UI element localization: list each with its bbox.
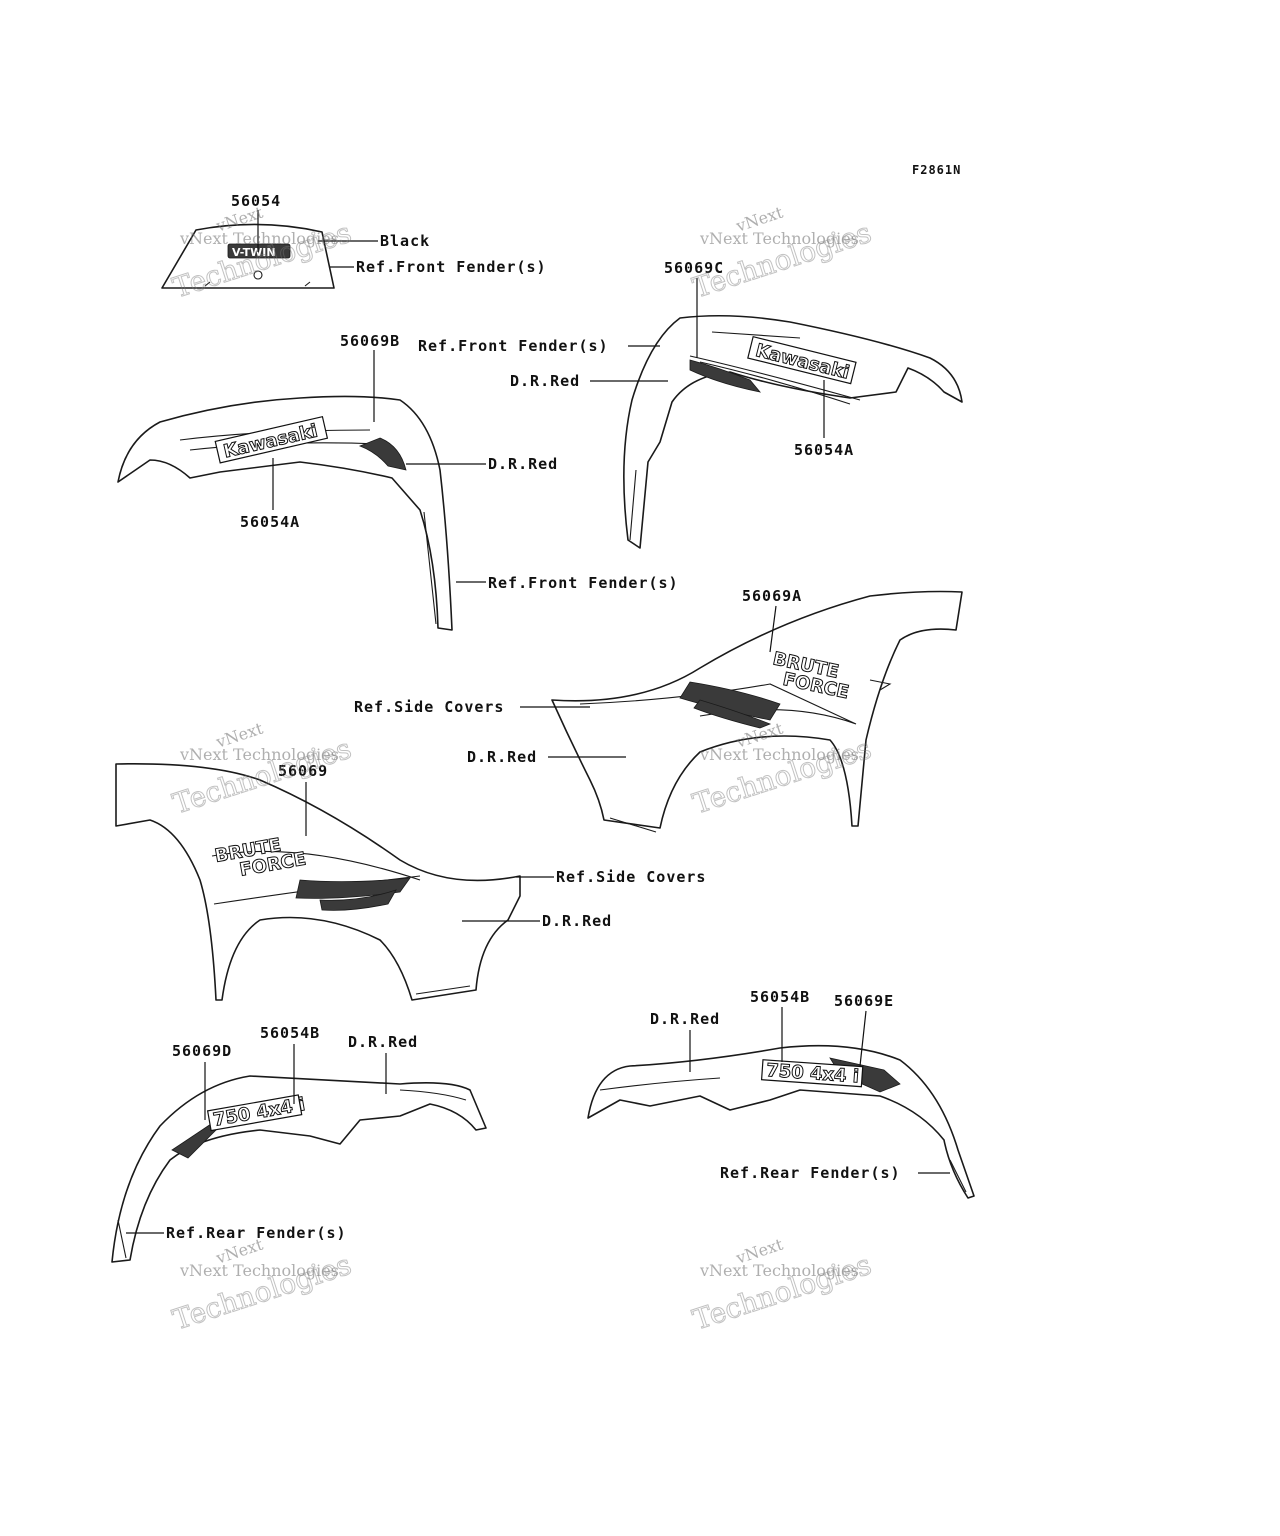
callout-dr-red-5: D.R.Red — [650, 1010, 720, 1028]
callout-56054a-left: 56054A — [240, 513, 300, 531]
watermark-line3: vNext Technologies — [179, 745, 339, 764]
callout-dr-red-2: D.R.Red — [488, 455, 558, 473]
leader-line — [859, 1010, 867, 1067]
callout-ref-rear-fender-1: Ref.Rear Fender(s) — [166, 1224, 347, 1242]
left-front-fender: Kawasaki — [117, 395, 453, 631]
callout-56054: 56054 — [231, 192, 281, 210]
black-decal-text: V-TWIN — [232, 246, 276, 259]
watermark-line3: vNext Technologies — [179, 1261, 339, 1280]
callout-56054b-right: 56054B — [750, 988, 810, 1006]
callout-56069: 56069 — [278, 762, 328, 780]
watermark-line3: vNext Technologies — [699, 1261, 859, 1280]
watermark-line3: vNext Technologies — [699, 229, 859, 248]
callout-ref-side-covers-1: Ref.Side Covers — [354, 698, 504, 716]
callout-black: Black — [380, 232, 430, 250]
left-side-cover: BRUTE FORCE — [115, 763, 521, 1001]
callout-56069d: 56069D — [172, 1042, 232, 1060]
callout-ref-rear-fender-2: Ref.Rear Fender(s) — [720, 1164, 901, 1182]
left-rear-fender: 750 4x4 i — [111, 1075, 487, 1263]
callout-56069e: 56069E — [834, 992, 894, 1010]
front-fender-center-piece: V-TWIN — [161, 223, 335, 289]
right-front-fender: Kawasaki — [623, 314, 963, 549]
callout-56069b: 56069B — [340, 332, 400, 350]
right-rear-fender: 750 4x4 i — [587, 1044, 975, 1199]
watermark-line3: vNext Technologies — [699, 745, 859, 764]
callout-ref-front-fender-3: Ref.Front Fender(s) — [488, 574, 679, 592]
callout-dr-red-4: D.R.Red — [542, 912, 612, 930]
callout-ref-side-covers-2: Ref.Side Covers — [556, 868, 706, 886]
leader-line — [769, 605, 777, 653]
figure-code: F2861N — [912, 163, 961, 177]
right-side-cover: BRUTE FORCE — [551, 590, 963, 833]
callout-dr-red-3: D.R.Red — [467, 748, 537, 766]
callout-ref-front-fender-2: Ref.Front Fender(s) — [418, 337, 609, 355]
callout-dr-red-6: D.R.Red — [348, 1033, 418, 1051]
callout-56054b-left: 56054B — [260, 1024, 320, 1042]
callout-56069a: 56069A — [742, 587, 802, 605]
callout-ref-front-fender-1: Ref.Front Fender(s) — [356, 258, 547, 276]
callout-56069c: 56069C — [664, 259, 724, 277]
callout-dr-red-1: D.R.Red — [510, 372, 580, 390]
watermark-line3: vNext Technologies — [179, 229, 339, 248]
callout-56054a-right: 56054A — [794, 441, 854, 459]
